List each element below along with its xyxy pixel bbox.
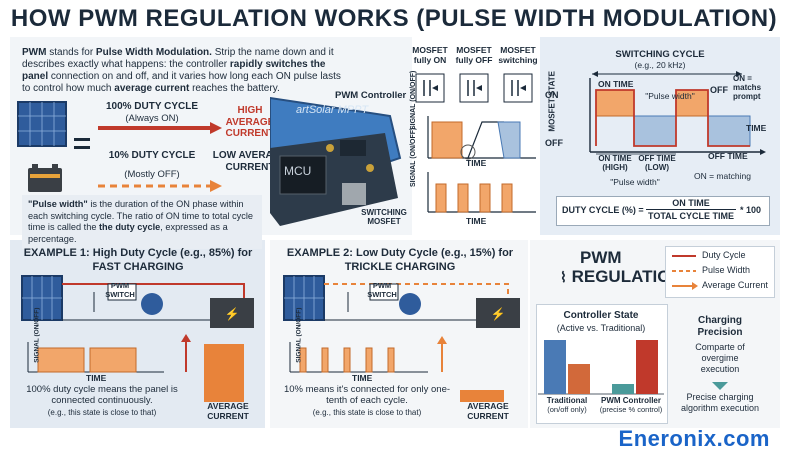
formula-numerator: ON TIME	[646, 198, 736, 211]
example2-time: TIME	[352, 373, 373, 383]
controller-state-bars	[538, 340, 664, 395]
cycle-off-right: OFF	[710, 85, 728, 95]
group-pwm: PWM Controller	[601, 396, 661, 405]
controller-state-title: Controller State	[563, 310, 639, 321]
group-traditional: Traditional	[546, 396, 588, 405]
battery-icon	[28, 164, 62, 192]
example2-diagram: ⚡	[283, 275, 520, 402]
formula-right: * 100	[740, 205, 762, 215]
legend-pulse-width: Pulse Width	[702, 265, 751, 275]
charging-sub: Comparte of overgime execution	[695, 342, 745, 374]
cycle-pulse-width: "Pulse width"	[645, 91, 695, 101]
signal-axis-bottom: SIGNAL (ON/OFF)	[409, 127, 417, 188]
example1-title: EXAMPLE 1: High Duty Cycle (e.g., 85%) f…	[23, 247, 253, 273]
example2-title: EXAMPLE 2: Low Duty Cycle (e.g., 15%) fo…	[286, 247, 514, 273]
legend	[665, 246, 775, 298]
cycle-title: SWITCHING CYCLE	[615, 49, 705, 60]
cycle-waveform	[589, 71, 766, 155]
example1-switch: PWM SWITCH	[105, 281, 135, 299]
pulse-width-note: "Pulse width" is the duration of the ON …	[22, 195, 262, 249]
cycle-off-time-right: OFF TIME	[708, 151, 748, 161]
time-label-top: TIME	[466, 158, 487, 168]
cycle-on-time: ON TIME	[598, 79, 634, 89]
cycle-on-time-high: ON TIME (HIGH)	[598, 154, 632, 173]
formula-left: DUTY CYCLE (%) =	[562, 205, 644, 215]
formula-denominator: TOTAL CYCLE TIME	[647, 211, 734, 221]
legend-swatches	[672, 255, 698, 290]
brand-label: artSolar MPPT	[296, 104, 369, 116]
pwm-controller-label: PWM Controller	[335, 90, 407, 101]
mosfet-on-label: MOSFET fully ON	[412, 45, 448, 65]
switching-mosfet-label: SWITCHING MOSFET	[361, 208, 407, 227]
regulation-title-2: ⌇ REGULATION	[560, 267, 683, 286]
example2-desc: 10% means it's connected for only one-te…	[283, 384, 451, 407]
cycle-pulse-width-bottom: "Pulse width"	[610, 177, 660, 187]
mosfet-switching-label: MOSFET switching	[498, 45, 538, 65]
example1-time: TIME	[86, 373, 107, 383]
battery-icon	[210, 298, 254, 328]
cycle-y-axis: MOSFET STATE	[547, 71, 557, 132]
cycle-sub: (e.g., 20 kHz)	[634, 60, 686, 70]
example2-switch: PWM SWITCH	[367, 281, 397, 299]
svg-text:⚡: ⚡	[491, 307, 506, 321]
low-duty-label: 10% DUTY CYCLE	[108, 150, 196, 161]
duty-comparison	[17, 101, 222, 192]
battery-icon	[476, 298, 520, 328]
group-pwm-sub: (precise % control)	[599, 405, 663, 414]
pulse-signal-icon: ⌇	[560, 269, 567, 285]
high-result: HIGH AVERAGE CURRENT	[225, 105, 275, 139]
intro-paragraph: PWM stands for Pulse Width Modulation. S…	[22, 47, 341, 94]
low-result: LOW AVERAGE CURRENT	[212, 150, 288, 173]
group-traditional-sub: (on/off only)	[547, 405, 587, 414]
example2-signal-axis: SIGNAL (ON/OFF)	[295, 308, 302, 363]
time-label-bottom: TIME	[466, 216, 487, 226]
svg-text:⚡: ⚡	[225, 307, 240, 321]
example1-signal-axis: SIGNAL (ON/OFF)	[33, 308, 40, 363]
regulation-title-1: PWM	[580, 248, 622, 267]
low-duty-sub: (Mostly OFF)	[124, 169, 180, 180]
duty-formula	[556, 196, 770, 226]
avg-current-bar-high	[204, 344, 244, 402]
high-duty-label: 100% DUTY CYCLE	[105, 101, 199, 112]
example1-avg: AVERAGE CURRENT	[207, 401, 249, 421]
mosfet-switching-icon	[503, 73, 533, 103]
example2-desc-small: (e.g., this state is close to that)	[312, 408, 422, 417]
charging-bottom: Precise charging algorithm execution	[680, 392, 760, 413]
controller-device	[270, 96, 402, 226]
mcu-label: MCU	[284, 164, 312, 178]
mosfet-signal-graphics	[415, 73, 536, 213]
cycle-off-time-low: OFF TIME (LOW)	[638, 154, 676, 173]
mosfet-off-label: MOSFET fully OFF	[455, 45, 493, 65]
legend-duty-cycle: Duty Cycle	[702, 250, 746, 260]
high-duty-sub: (Always ON)	[125, 113, 179, 124]
cycle-off-label: OFF	[545, 138, 563, 148]
mosfet-on-icon	[415, 73, 445, 103]
cycle-on-label: ON	[545, 90, 559, 100]
example1-diagram: ⚡	[21, 275, 254, 402]
avg-current-bar-low	[460, 390, 504, 402]
example1-desc: 100% duty cycle means the panel is conne…	[26, 384, 178, 407]
mosfet-off-icon	[459, 73, 489, 103]
cycle-on-matching: ON = matching	[694, 171, 751, 181]
page-title: HOW PWM REGULATION WORKS (PULSE WIDTH MO…	[10, 5, 778, 32]
chevron-down-icon	[712, 382, 728, 390]
example2-avg: AVERAGE CURRENT	[467, 401, 509, 421]
watermark: Eneronix.com	[618, 425, 770, 451]
charging-title: Charging Precision	[697, 315, 743, 338]
solar-panel-icon	[17, 101, 67, 147]
cycle-on-matchs: ON = matchs prompt	[733, 74, 762, 102]
controller-state-sub: (Active vs. Traditional)	[556, 323, 646, 333]
legend-average-current: Average Current	[702, 280, 768, 290]
cycle-time-label: TIME	[746, 123, 767, 133]
example1-desc-small: (e.g., this state is close to that)	[47, 408, 157, 417]
